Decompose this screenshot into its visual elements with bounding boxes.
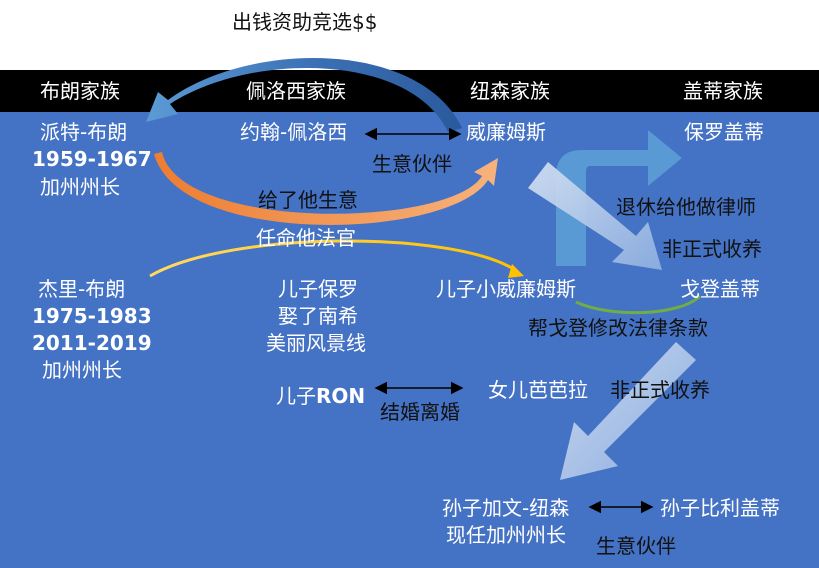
billy-getty-name: 孙子比利盖蒂 [660,496,780,520]
daughter-barbara-label: 女儿芭芭拉 [488,378,588,402]
gave-business-label: 给了他生意 [258,188,358,212]
header-brown-family: 布朗家族 [40,79,120,103]
turn-arrow [556,130,682,266]
jerry-brown-name: 杰里-布朗 [38,277,126,301]
scenery-label: 美丽风景线 [266,331,366,355]
pat-brown-name: 派特-布朗 [40,120,128,144]
son-ron-label: 儿子RON [276,384,365,408]
john-pelosi-name: 约翰-佩洛西 [240,120,348,144]
william-newsom-name: 威廉姆斯 [466,120,546,144]
son-william-jr-label: 儿子小威廉姆斯 [436,277,576,301]
jerry-brown-title: 加州州长 [42,358,122,382]
retire-lawyer-label: 退休给他做律师 [616,195,756,219]
header-getty-family: 盖蒂家族 [683,79,763,103]
son-ron-name: RON [316,384,366,408]
judge-arc-arrowhead [508,264,524,278]
judge-arc-arrow [149,239,519,278]
appointed-judge-label: 任命他法官 [256,226,356,250]
header-newsom-family: 纽森家族 [470,79,550,103]
header-pelosi-family: 佩洛西家族 [246,79,346,103]
funding-arc-arrow [146,58,462,132]
business-arc-arrow [154,152,498,225]
funding-caption: 出钱资助竞选$$ [232,10,378,34]
law-arc-arrow [575,294,702,315]
informal-adoption-label-2: 非正式收养 [610,378,710,402]
informal-adoption-label-1: 非正式收养 [662,237,762,261]
gordon-getty-name: 戈登盖蒂 [680,277,760,301]
newsom-diagonal-arrow [560,342,696,480]
married-nancy-label: 娶了南希 [278,304,358,328]
jerry-brown-years-2: 2011-2019 [32,331,152,355]
getty-diagonal-arrow [528,162,662,270]
marriage-divorce-label: 结婚离婚 [380,400,460,424]
pat-brown-title: 加州州长 [40,175,120,199]
jerry-brown-years-1: 1975-1983 [32,304,152,328]
pat-brown-years: 1959-1967 [32,147,152,171]
gavin-newsom-title: 现任加州州长 [446,523,566,547]
son-paul-label: 儿子保罗 [278,277,358,301]
gavin-newsom-name: 孙子加文-纽森 [442,496,570,520]
diagram-panel [0,112,819,568]
paul-getty-name: 保罗盖蒂 [684,120,764,144]
business-partner-label-1: 生意伙伴 [372,152,452,176]
son-ron-prefix: 儿子 [276,384,316,408]
business-partner-label-2: 生意伙伴 [596,534,676,558]
helped-law-label: 帮戈登修改法律条款 [528,316,708,340]
